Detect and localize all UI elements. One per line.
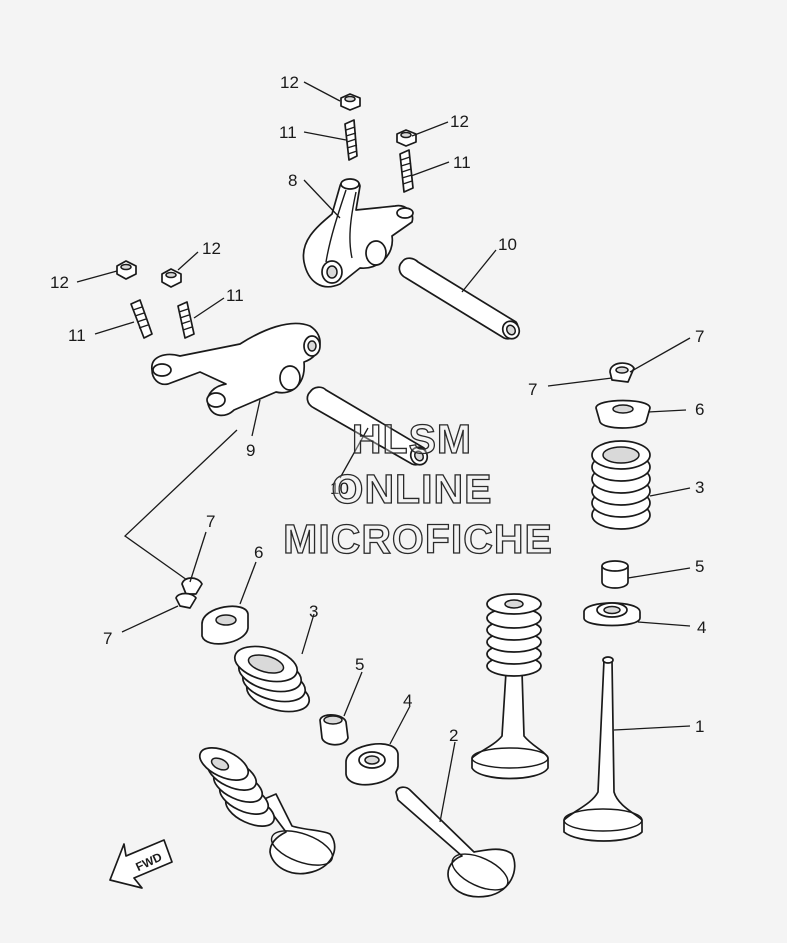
watermark-line-1: HLSM — [352, 416, 472, 462]
spring-retainer-right — [595, 399, 651, 429]
valve-right — [563, 656, 643, 842]
watermark-line-3: MICROFICHE — [283, 516, 553, 562]
callout-7: 7 — [528, 380, 537, 399]
valve-stem-seal-right — [601, 560, 629, 589]
valve-left — [395, 786, 516, 898]
lock-nut-left-2 — [161, 268, 182, 288]
valve-assembly-left — [198, 747, 336, 875]
callout-12: 12 — [202, 239, 221, 258]
valve-stem-seal-left — [319, 714, 349, 746]
callout-10: 10 — [330, 479, 349, 498]
callout-3: 3 — [695, 478, 704, 497]
callout-numbers: 12 11 12 11 8 10 12 12 11 11 9 10 7 7 6 … — [50, 73, 706, 745]
lock-nut-left-1 — [116, 260, 137, 280]
callout-2: 2 — [449, 726, 458, 745]
rocker-arm-upper — [302, 178, 414, 288]
callout-4: 4 — [403, 691, 412, 710]
callout-11: 11 — [68, 326, 86, 345]
callout-12: 12 — [50, 273, 69, 292]
callout-11: 11 — [279, 123, 297, 142]
spring-seat-left — [345, 743, 399, 786]
watermark: HLSM ONLINE MICROFICHE — [283, 415, 553, 562]
valve-cotter-left-upper — [181, 577, 203, 595]
callout-5: 5 — [355, 655, 364, 674]
callout-4: 4 — [697, 618, 706, 637]
callout-7: 7 — [206, 512, 215, 531]
adjusting-screw-top-1 — [344, 119, 358, 161]
rocker-arm-left — [151, 322, 321, 417]
watermark-line-2: ONLINE — [332, 466, 493, 512]
callout-7: 7 — [103, 629, 112, 648]
adjusting-screw-left-1 — [130, 299, 153, 339]
callout-12: 12 — [450, 112, 469, 131]
callout-1: 1 — [695, 717, 704, 736]
valve-cotter-right — [609, 362, 635, 383]
callout-3: 3 — [309, 602, 318, 621]
adjusting-screw-top-2 — [399, 149, 414, 193]
lock-nut-top-2 — [396, 129, 417, 147]
callout-8: 8 — [288, 171, 297, 190]
lock-nut-top-1 — [340, 93, 361, 111]
adjusting-screw-left-2 — [177, 301, 195, 339]
callout-6: 6 — [695, 400, 704, 419]
callout-11: 11 — [226, 286, 244, 305]
valve-spring-left — [233, 645, 311, 713]
bracket-line-9 — [123, 429, 238, 581]
callout-12: 12 — [280, 73, 299, 92]
spring-retainer-left — [201, 605, 249, 645]
valve-spring-right — [591, 440, 651, 530]
callout-5: 5 — [695, 557, 704, 576]
leader-lines — [76, 81, 691, 823]
valve-assembly-center — [471, 593, 549, 780]
callout-7: 7 — [695, 327, 704, 346]
callout-6: 6 — [254, 543, 263, 562]
valve-cotter-left-lower — [175, 592, 197, 609]
callout-10: 10 — [498, 235, 517, 254]
rocker-shaft-upper — [398, 257, 521, 340]
callout-11: 11 — [453, 153, 471, 172]
spring-seat-right — [583, 602, 641, 627]
callout-9: 9 — [246, 441, 255, 460]
fwd-arrow-icon: FWD — [109, 839, 173, 889]
rocker-shaft-left — [306, 386, 429, 466]
